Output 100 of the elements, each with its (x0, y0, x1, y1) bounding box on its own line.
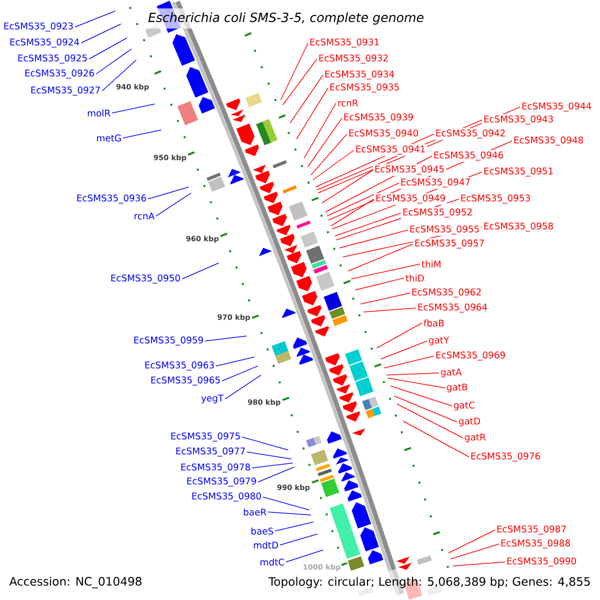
leader-line (322, 170, 374, 204)
gene-label: mdtC (260, 558, 284, 566)
gene-label: EcSMS35_0959 (134, 336, 203, 346)
gene-label: EcSMS35_0941 (356, 146, 425, 154)
gene-label: EcSMS35_0932 (319, 54, 388, 64)
gene-label: EcSMS35_0936 (77, 194, 146, 204)
map-title: Escherichia coli SMS-3-5, complete genome (143, 8, 429, 29)
gene-label: EcSMS35_0955 (410, 226, 479, 234)
gene-label: EcSMS35_0969 (436, 352, 505, 360)
gene-label: gatR (464, 434, 486, 442)
leader-line (204, 336, 247, 342)
leader-line (384, 356, 434, 368)
gene-label: EcSMS35_0926 (25, 70, 94, 78)
gene-label: rcnA (134, 212, 155, 220)
leader-line (290, 74, 324, 124)
leader-line (96, 48, 132, 74)
leader-line (286, 550, 324, 562)
leader-line (280, 534, 318, 546)
gene-label: EcSMS35_0948 (514, 136, 583, 146)
leader-line (328, 140, 512, 220)
leader-line (354, 278, 404, 290)
gene-label: EcSMS35_0943 (484, 116, 553, 124)
gene-label: molR (88, 109, 110, 117)
gene-label: EcSMS35_0951 (484, 168, 553, 176)
leader-line (390, 386, 452, 406)
leader-line (182, 262, 220, 280)
gene-label: EcSMS35_0944 (522, 102, 592, 112)
leader-line (448, 530, 496, 554)
gene-label: gatC (454, 402, 474, 410)
gene-label: EcSMS35_0923 (4, 22, 73, 32)
gene-label: rcnR (338, 100, 358, 106)
gene-label: gatB (446, 384, 468, 392)
leader-line (246, 452, 292, 460)
gene-label: EcSMS35_0963 (145, 362, 214, 370)
leader-line (156, 192, 192, 216)
gene-label: EcSMS35_0987 (497, 526, 566, 534)
accession-text: Accession: NC_010498 (9, 576, 142, 588)
gene-label: EcSMS35_0979 (187, 478, 256, 486)
leader-line (360, 292, 410, 304)
leader-line (80, 24, 122, 44)
leader-line (282, 58, 318, 106)
leader-line (102, 60, 137, 92)
gene-label: gatY (428, 336, 450, 346)
leader-line (394, 396, 458, 422)
leader-line (339, 230, 408, 248)
gene-label: EcSMS35_0940 (349, 130, 418, 138)
gene-label: EcSMS35_0965 (151, 376, 220, 386)
gene-label: EcSMS35_0931 (310, 38, 379, 48)
gene-label: yegT (201, 394, 224, 404)
leader-line (330, 198, 374, 226)
gene-label: EcSMS35_0952 (403, 208, 472, 218)
gene-label: EcSMS35_0945 (375, 166, 444, 174)
gene-label: gatD (458, 418, 480, 426)
gene-label: EcSMS35_0975 (171, 432, 240, 442)
gene-label: baeS (251, 527, 274, 535)
leader-line (380, 340, 428, 360)
leader-line (387, 378, 446, 388)
gene-label: EcSMS35_0976 (471, 452, 540, 462)
leader-line (450, 544, 500, 560)
gene-label: fbaB (424, 319, 444, 327)
gene-label: EcSMS35_0947 (401, 178, 470, 188)
leader-line (396, 404, 464, 438)
gene-label: EcSMS35_0950 (111, 274, 180, 284)
leader-line (334, 212, 402, 236)
gene-label: EcSMS35_0927 (31, 86, 100, 96)
leader-line (325, 156, 432, 212)
leader-line (296, 88, 328, 140)
leader-line (318, 106, 520, 194)
leader-line (452, 562, 506, 566)
gene-label: EcSMS35_0946 (434, 152, 504, 160)
gene-label: EcSMS35_0949 (376, 194, 445, 204)
leader-line (224, 374, 262, 400)
leader-line (258, 466, 295, 482)
gene-label: EcSMS35_0990 (507, 558, 576, 566)
leader-line (222, 366, 258, 382)
leader-line (280, 42, 308, 100)
leader-line (402, 420, 470, 458)
gene-label: EcSMS35_0957 (415, 240, 484, 248)
gene-label: EcSMS35_0942 (436, 130, 505, 138)
gene-label: baeR (244, 508, 266, 516)
leader-line (332, 172, 482, 230)
gene-label: gatA (440, 368, 462, 378)
gene-label: EcSMS35_0939 (344, 114, 413, 122)
gene-label: thiM (422, 260, 440, 268)
leader-line (310, 134, 348, 176)
leader-line (262, 496, 310, 510)
leader-line (316, 120, 482, 190)
gene-label: EcSMS35_0935 (330, 84, 399, 92)
gene-label: metG (97, 134, 121, 142)
gene-label: EcSMS35_0962 (412, 288, 481, 298)
leader-line (307, 118, 342, 168)
leader-line (274, 522, 314, 532)
leader-line (252, 462, 294, 468)
leader-line (348, 244, 414, 272)
gene-label: EcSMS35_0977 (176, 448, 245, 456)
leader-line (74, 10, 116, 28)
leader-line (326, 182, 400, 216)
leader-line (88, 38, 128, 60)
gene-label: EcSMS35_0964 (418, 304, 488, 312)
gene-label: EcSMS35_0980 (192, 492, 261, 502)
